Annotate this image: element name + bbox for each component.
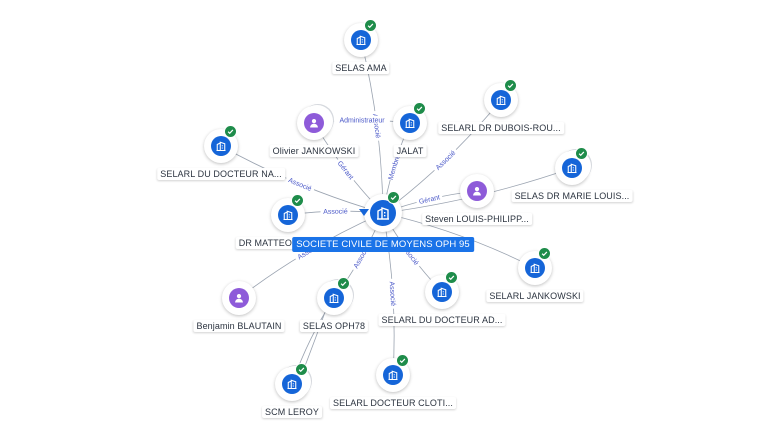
edge-label: Administrateur (339, 118, 385, 125)
edge-label-bg (388, 278, 399, 309)
node-label[interactable]: Benjamin BLAUTAIN (193, 320, 285, 332)
edge-label: Associé (323, 208, 348, 216)
center-node-label[interactable]: SOCIETE CIVILE DE MOYENS OPH 95 (292, 237, 474, 252)
verified-check-icon (295, 363, 308, 376)
node-disc[interactable] (222, 281, 256, 315)
pin-marker-icon (359, 209, 369, 216)
node-disc[interactable] (460, 174, 494, 208)
edge-label-group: Associé (371, 110, 384, 142)
building-icon (491, 90, 511, 110)
verified-check-icon (445, 271, 458, 284)
verified-check-icon (224, 125, 237, 138)
edge-label: Gérant (418, 194, 440, 206)
node-label[interactable]: SELARL JANKOWSKI (486, 290, 584, 302)
edge-label-group: Administrateur (334, 115, 390, 125)
node-disc[interactable] (393, 102, 427, 140)
building-icon (525, 258, 545, 278)
node-label[interactable]: SELARL DOCTEUR CLOTI... (330, 397, 456, 409)
building-icon (278, 205, 298, 225)
node-disc[interactable] (344, 19, 378, 57)
verified-check-icon (291, 194, 304, 207)
node-disc[interactable] (271, 194, 305, 232)
edge-label-group: Associé (431, 146, 459, 173)
edge-label-group: Gérant (415, 191, 443, 206)
node-disc[interactable] (555, 147, 589, 185)
node-label[interactable]: SELARL DR DUBOIS-ROU... (438, 122, 564, 134)
building-icon (383, 365, 403, 385)
person-icon (304, 113, 324, 133)
verified-check-icon (413, 102, 426, 115)
edge-label: Associé (371, 113, 381, 138)
node-disc[interactable] (425, 271, 459, 309)
node-disc[interactable] (297, 106, 331, 140)
person-icon (229, 288, 249, 308)
node-label[interactable]: SELARL DU DOCTEUR AD... (378, 314, 506, 326)
building-icon (432, 282, 452, 302)
edge-label-bg (320, 206, 351, 215)
verified-check-icon (575, 147, 588, 160)
building-icon (562, 158, 582, 178)
node-label[interactable]: SELAS AMA (332, 62, 390, 74)
node-label[interactable]: SCM LEROY (262, 406, 322, 418)
building-icon (324, 288, 344, 308)
edge-label: Associé (388, 281, 397, 306)
node-label[interactable]: JALAT (393, 145, 427, 157)
edge-label-group: Associé (284, 174, 316, 194)
node-disc[interactable] (376, 354, 410, 392)
node-label[interactable]: SELARL DU DOCTEUR NA... (157, 168, 285, 180)
edge-label-group: Gérant (335, 156, 358, 183)
building-icon (400, 113, 420, 133)
edge-label-group: Membre (385, 153, 402, 181)
verified-check-icon (396, 354, 409, 367)
verified-check-icon (364, 19, 377, 32)
node-disc[interactable] (317, 277, 351, 315)
verified-check-icon (538, 247, 551, 260)
node-disc[interactable] (359, 191, 402, 232)
building-icon (370, 200, 396, 226)
edge-label-bg (334, 115, 390, 124)
edge-label-bg (385, 153, 401, 181)
node-disc[interactable] (518, 247, 552, 285)
building-icon (282, 374, 302, 394)
verified-check-icon (337, 277, 350, 290)
building-icon (211, 136, 231, 156)
verified-check-icon (387, 191, 400, 204)
node-label[interactable]: Steven LOUIS-PHILIPP... (422, 213, 532, 225)
edge-label-bg (335, 156, 358, 183)
verified-check-icon (504, 79, 517, 92)
node-disc[interactable] (204, 125, 238, 163)
edge-label-group: Associé (388, 278, 399, 309)
person-icon (467, 181, 487, 201)
node-disc[interactable] (275, 363, 309, 401)
node-label[interactable]: SELAS DR MARIE LOUIS... (511, 190, 633, 202)
node-label[interactable]: Olivier JANKOWSKI (269, 145, 359, 157)
building-icon (351, 30, 371, 50)
edge-label-bg (431, 146, 459, 173)
edge-label-bg (415, 191, 443, 206)
node-label[interactable]: SELAS OPH78 (299, 320, 369, 332)
edge-label-group: Associé (320, 206, 351, 216)
node-disc[interactable] (484, 79, 518, 117)
edge-label-bg (284, 174, 316, 194)
